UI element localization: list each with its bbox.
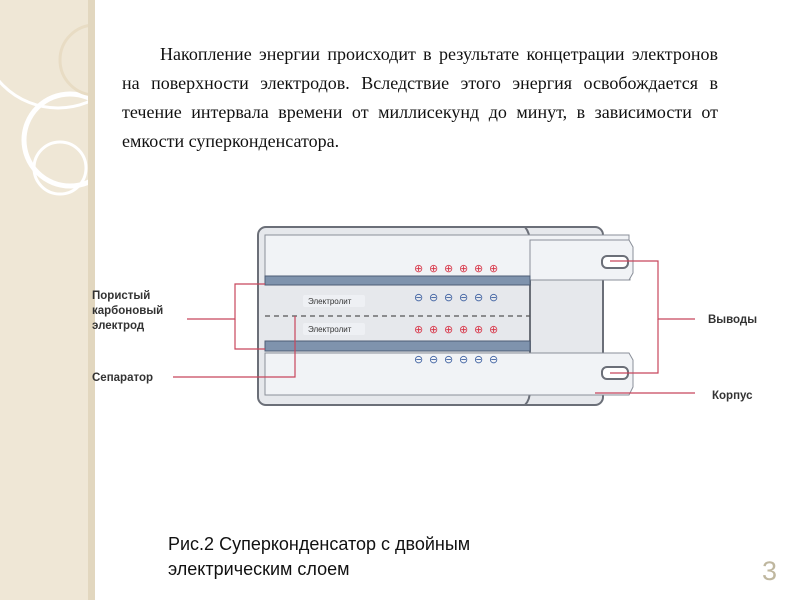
minus-charge: ⊖ <box>444 353 453 366</box>
plus-charge: ⊕ <box>414 323 423 336</box>
plus-charge: ⊕ <box>444 323 453 336</box>
caption-line-2: электрическим слоем <box>168 559 350 579</box>
decorative-sidebar <box>0 0 95 600</box>
plus-charge: ⊕ <box>489 262 498 275</box>
figure-caption: Рис.2 Суперконденсатор с двойным электри… <box>168 532 588 582</box>
minus-charge: ⊖ <box>459 291 468 304</box>
plus-charge: ⊕ <box>459 262 468 275</box>
plus-charge: ⊕ <box>489 323 498 336</box>
minus-charge: ⊖ <box>474 291 483 304</box>
decorative-strip <box>88 0 95 600</box>
plus-charge: ⊕ <box>429 323 438 336</box>
top-terminal-hole <box>601 255 629 269</box>
bottom-porous-electrode <box>264 340 531 352</box>
minus-charge: ⊖ <box>444 291 453 304</box>
plus-charge: ⊕ <box>474 323 483 336</box>
porous-electrode-label-line3: электрод <box>92 320 145 332</box>
leader-lines <box>173 260 695 394</box>
charge-symbols: ⊕ ⊕ ⊕ ⊕ ⊕ ⊕ ⊖ ⊖ ⊖ ⊖ ⊖ ⊖ ⊕ ⊕ ⊕ ⊕ ⊕ ⊕ ⊖ ⊖ ⊖ ⊖ ⊖ ⊖ <box>414 262 498 366</box>
terminals-label: Выводы <box>708 314 757 326</box>
bottom-collector-plate <box>264 352 634 396</box>
porous-electrode-label-line2: карбоновый <box>92 305 163 317</box>
plus-charge: ⊕ <box>459 323 468 336</box>
minus-charge: ⊖ <box>429 353 438 366</box>
electrolyte-label-bottom: Электролит <box>308 325 352 334</box>
minus-charge: ⊖ <box>474 353 483 366</box>
top-porous-electrode <box>264 275 531 286</box>
decorative-circles <box>0 23 95 196</box>
plus-charge: ⊕ <box>429 262 438 275</box>
minus-charge: ⊖ <box>459 353 468 366</box>
electrolyte-label-top: Электролит <box>308 297 352 306</box>
minus-charge: ⊖ <box>489 353 498 366</box>
case-label: Корпус <box>712 390 753 402</box>
supercapacitor-diagram: Электролит Электролит ⊕⊕⊕⊕⊕⊕⊖⊖⊖⊖⊖⊖⊕⊕⊕⊕⊕⊕… <box>92 226 757 406</box>
minus-charge: ⊖ <box>414 291 423 304</box>
caption-line-1: Рис.2 Суперконденсатор с двойным <box>168 534 471 554</box>
body-paragraph: Накопление энергии происходит в результа… <box>122 44 718 151</box>
plus-charge: ⊕ <box>414 262 423 275</box>
plus-charge: ⊕ <box>474 262 483 275</box>
minus-charge: ⊖ <box>429 291 438 304</box>
page-number: 3 <box>762 556 778 586</box>
electrolyte-tag-bottom <box>303 323 365 335</box>
plus-charge: ⊕ <box>444 262 453 275</box>
minus-charge: ⊖ <box>489 291 498 304</box>
separator-label: Сепаратор <box>92 372 153 384</box>
porous-electrode-label-line1: Пористый <box>92 290 150 302</box>
minus-charge: ⊖ <box>414 353 423 366</box>
electrolyte-tag-top <box>303 295 365 307</box>
